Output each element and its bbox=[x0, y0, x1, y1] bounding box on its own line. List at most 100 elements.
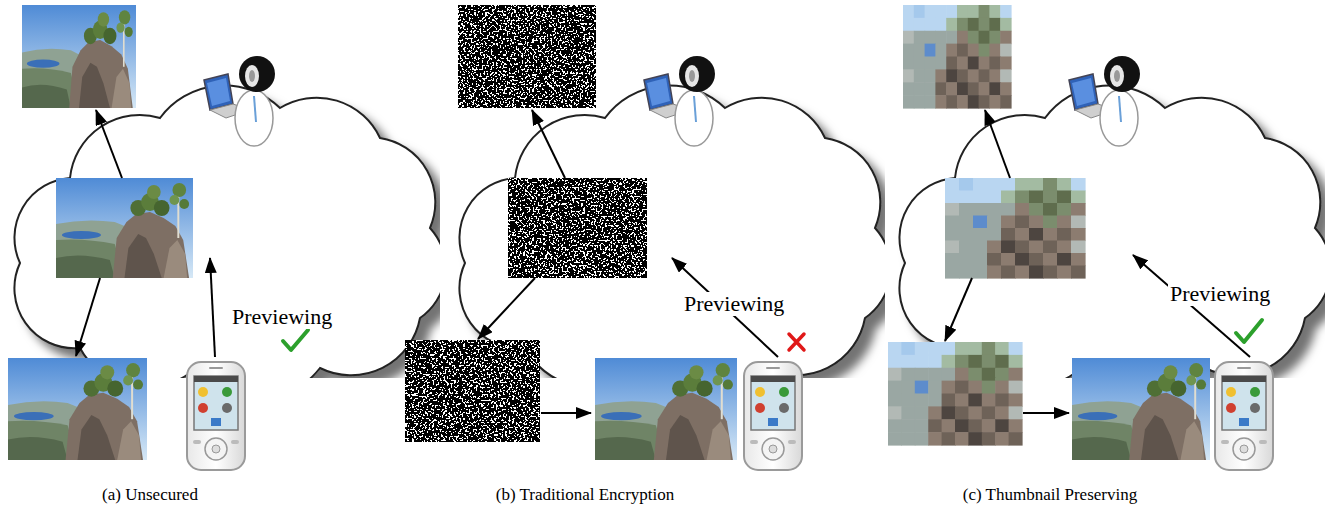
pixel-block bbox=[979, 31, 990, 44]
pixel-block bbox=[888, 419, 902, 432]
pixel-block bbox=[959, 216, 974, 229]
pixel-block bbox=[888, 432, 902, 445]
pixel-block bbox=[973, 228, 988, 241]
pixel-block bbox=[901, 368, 915, 381]
pixel-block bbox=[982, 432, 996, 445]
pixel-block bbox=[1015, 253, 1030, 266]
pixel-block bbox=[928, 394, 942, 407]
previewing-label: Previewing bbox=[682, 292, 786, 316]
pixel-block bbox=[1000, 82, 1011, 95]
pixel-block bbox=[995, 342, 1009, 355]
pixel-block bbox=[987, 253, 1002, 266]
pixel-block bbox=[968, 69, 979, 82]
pixel-block bbox=[903, 95, 914, 108]
pixel-block bbox=[957, 18, 968, 31]
pixel-block bbox=[925, 18, 936, 31]
photo bbox=[595, 358, 737, 460]
pixel-block bbox=[1029, 241, 1044, 254]
pixel-block bbox=[989, 44, 1000, 57]
pixel-block bbox=[928, 406, 942, 419]
pixel-block bbox=[1001, 203, 1016, 216]
pixel-block bbox=[968, 368, 982, 381]
pixel-block bbox=[915, 419, 929, 432]
pixel-block bbox=[957, 5, 968, 18]
pixel-block bbox=[946, 57, 957, 70]
pixel-block bbox=[1057, 241, 1072, 254]
pixel-block bbox=[1029, 228, 1044, 241]
pixel-block bbox=[1009, 419, 1023, 432]
pixel-block bbox=[1057, 266, 1072, 279]
pixel-block bbox=[982, 342, 996, 355]
pixel-block bbox=[968, 95, 979, 108]
pixel-block bbox=[968, 82, 979, 95]
pixel-block bbox=[1001, 178, 1016, 191]
previewing-label: Previewing bbox=[230, 305, 334, 329]
pixel-block bbox=[968, 419, 982, 432]
pixel-block bbox=[987, 228, 1002, 241]
pixel-block bbox=[959, 241, 974, 254]
thumbnail-image bbox=[945, 178, 1086, 279]
pixel-block bbox=[935, 18, 946, 31]
pixel-block bbox=[903, 31, 914, 44]
pixel-block bbox=[959, 253, 974, 266]
pixel-block bbox=[989, 31, 1000, 44]
pixel-block bbox=[928, 342, 942, 355]
pixel-block bbox=[901, 419, 915, 432]
pixel-block bbox=[982, 406, 996, 419]
pixel-block bbox=[989, 69, 1000, 82]
pixel-block bbox=[1015, 178, 1030, 191]
pixel-block bbox=[1029, 216, 1044, 229]
pixel-block bbox=[968, 355, 982, 368]
phone-icon bbox=[187, 362, 245, 470]
pixel-block bbox=[982, 381, 996, 394]
pixel-block bbox=[957, 69, 968, 82]
pixel-block bbox=[1057, 191, 1072, 204]
pixel-block bbox=[942, 406, 956, 419]
pixel-block bbox=[955, 355, 969, 368]
arrow bbox=[210, 258, 215, 357]
pixel-block bbox=[1071, 178, 1086, 191]
pixel-block bbox=[973, 216, 988, 229]
pixel-block bbox=[942, 394, 956, 407]
pixel-block bbox=[1071, 241, 1086, 254]
arrow bbox=[478, 278, 535, 339]
pixel-block bbox=[1043, 266, 1058, 279]
pixel-block bbox=[1009, 394, 1023, 407]
pixel-block bbox=[1000, 5, 1011, 18]
pixel-block bbox=[982, 368, 996, 381]
pixel-block bbox=[1009, 406, 1023, 419]
photo bbox=[1072, 358, 1210, 460]
photo bbox=[22, 5, 136, 108]
pixel-block bbox=[987, 216, 1002, 229]
pixel-block bbox=[955, 381, 969, 394]
pixel-block bbox=[1000, 69, 1011, 82]
pixel-block bbox=[973, 203, 988, 216]
thumbnail-image bbox=[888, 342, 1023, 446]
pixel-block bbox=[1071, 253, 1086, 266]
pixel-block bbox=[968, 18, 979, 31]
pixel-block bbox=[945, 228, 960, 241]
pixel-block bbox=[1009, 381, 1023, 394]
pixel-block bbox=[935, 44, 946, 57]
pixel-block bbox=[928, 355, 942, 368]
pixel-block bbox=[957, 82, 968, 95]
pixel-block bbox=[1071, 266, 1086, 279]
pixel-block bbox=[1029, 266, 1044, 279]
pixel-block bbox=[925, 5, 936, 18]
pixel-block bbox=[888, 381, 902, 394]
pixel-block bbox=[968, 406, 982, 419]
pixel-block bbox=[973, 241, 988, 254]
pixel-block bbox=[955, 406, 969, 419]
pixel-block bbox=[959, 266, 974, 279]
pixel-block bbox=[945, 203, 960, 216]
pixel-block bbox=[955, 394, 969, 407]
pixel-block bbox=[968, 5, 979, 18]
pixel-block bbox=[1029, 203, 1044, 216]
pixel-block bbox=[888, 342, 902, 355]
pixel-block bbox=[968, 31, 979, 44]
pixel-block bbox=[982, 394, 996, 407]
pixel-block bbox=[979, 5, 990, 18]
pixel-block bbox=[946, 44, 957, 57]
pixel-block bbox=[1071, 203, 1086, 216]
user-icon bbox=[644, 56, 715, 146]
